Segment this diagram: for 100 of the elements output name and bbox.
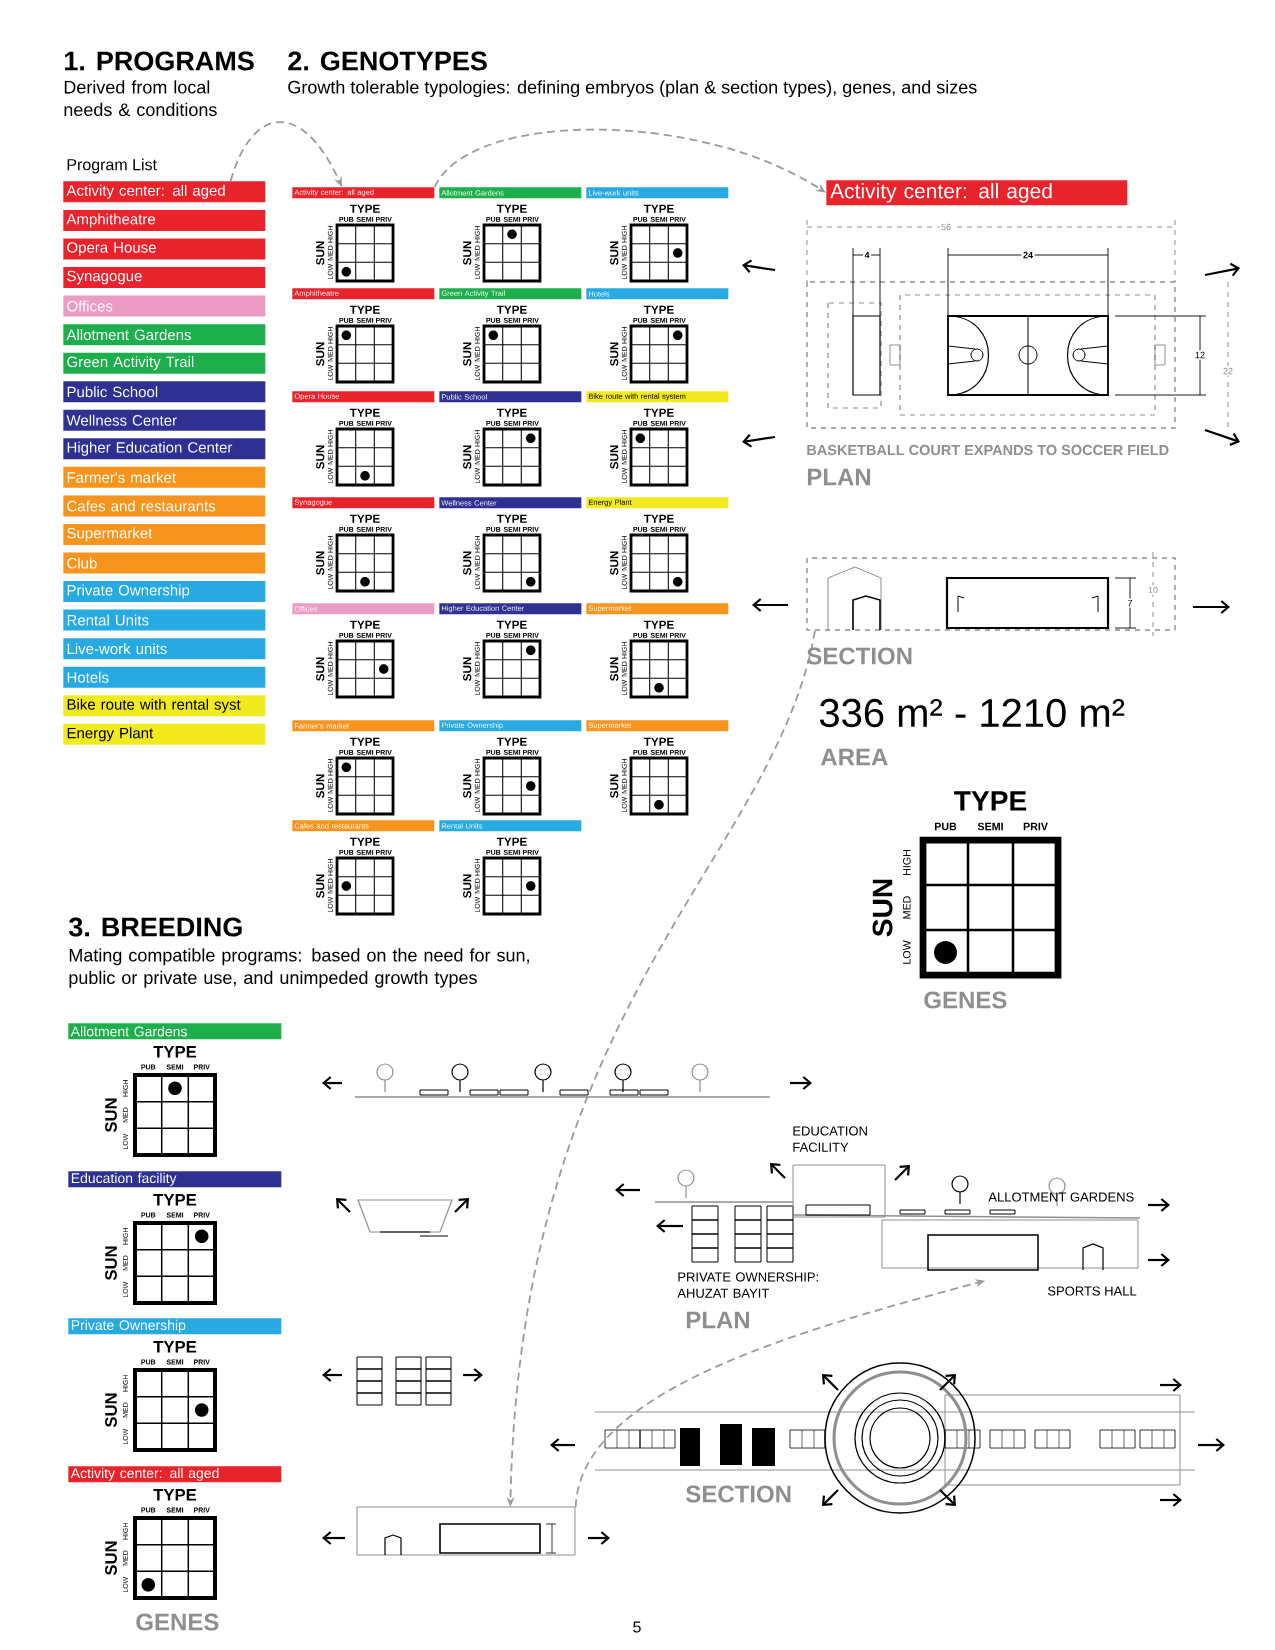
program-bar: Offices [63,295,266,317]
axis-title: TYPE [496,837,527,846]
axis-title: TYPE [496,514,527,523]
axis-title: TYPE [643,737,674,746]
drawing-title: PLAN [807,468,871,486]
column-label: SEMI [977,822,1003,831]
section-heading: 2. GENOTYPES [288,51,487,71]
axis-title: TYPE [349,514,380,523]
drawing-note: ALLOTMENT GARDENS [988,1192,1134,1202]
column-label: PRIV [1023,822,1048,831]
axis-title: SUN [463,551,472,575]
axis-title: TYPE [954,791,1027,811]
column-label: PUB [934,822,957,831]
subtitle: Growth tolerable typologies: defining embryos (plan & section types), genes, and sizes [288,80,977,98]
program-bar: Activity center: all aged [63,181,266,203]
program-bar: Energy Plant [63,723,266,745]
program-bar: Cafes and restaurants [63,495,266,517]
dimension-label: 7 [1126,598,1134,608]
axis-title: TYPE [349,620,380,629]
row-label: HIGH [903,850,911,875]
axis-title: TYPE [643,305,674,314]
drawing-title: PLAN [686,1311,750,1329]
drawing-note: SPORTS HALL [1047,1286,1137,1296]
dimension-label: 56 [939,222,953,232]
axis-title: SUN [105,1393,117,1428]
axis-title: TYPE [349,204,380,213]
axis-title: TYPE [349,305,380,314]
program-bar: Private Ownership [63,581,266,603]
axis-title: SUN [316,774,325,798]
area-value: 336 m² - 1210 m² [819,698,1125,728]
list-heading: Program List [67,158,157,174]
axis-title: SUN [316,551,325,575]
axis-title: SUN [316,241,325,265]
axis-title: TYPE [496,305,527,314]
program-bar: Allotment Gardens [63,324,266,346]
axis-title: SUN [105,1541,117,1576]
program-tag: Private Ownership [68,1318,282,1335]
program-tag: Activity center: all aged [68,1466,282,1483]
drawing-note: EDUCATION FACILITY [793,1126,867,1152]
drawing-title: SECTION [686,1485,791,1503]
program-bar: Rental Units [63,609,266,631]
program-tag: Allotment Gardens [68,1023,282,1040]
drawing-title: SECTION [807,647,912,665]
program-bar: Club [63,552,266,574]
axis-title: TYPE [496,204,527,213]
axis-title: SUN [463,342,472,366]
axis-title: SUN [463,874,472,898]
subtitle: Derived from local needs & conditions [64,80,217,117]
axis-title: SUN [610,657,619,681]
axis-title: SUN [316,874,325,898]
program-bar: Higher Education Center [63,438,266,460]
axis-title: SUN [463,445,472,469]
dimension-label: 10 [1146,585,1160,595]
axis-title: SUN [610,551,619,575]
program-bar: Synagogue [63,266,266,288]
subtitle: Mating compatible programs: based on the need for sun, public or private use, and unimpeded growth types [69,948,529,988]
section-drawing [356,1506,576,1556]
dimension-label: 24 [1021,250,1035,260]
dimension-label: 12 [1193,350,1207,360]
program-bar: Farmer's market [63,466,266,488]
drawing-title: AREA [820,748,888,766]
axis-title: TYPE [496,620,527,629]
plan-drawing [654,1164,1141,1271]
axis-title: TYPE [349,837,380,846]
program-bar: Hotels [63,666,266,688]
axis-title: SUN [610,774,619,798]
row-label: LOW [903,940,911,964]
axis-title: TYPE [496,408,527,417]
section-heading: 3. BREEDING [68,917,242,937]
axis-title: SUN [316,342,325,366]
axis-title: SUN [610,342,619,366]
axis-title: TYPE [153,1341,197,1353]
axis-title: TYPE [643,620,674,629]
row-label: MED [903,896,911,919]
axis-title: TYPE [349,737,380,746]
drawing-note: BASKETBALL COURT EXPANDS TO SOCCER FIELD [807,444,1169,456]
axis-title: SUN [105,1098,117,1133]
axis-title: TYPE [349,408,380,417]
axis-title: TYPE [153,1194,197,1206]
program-bar: Green Activity Trail [63,352,266,374]
dimension-label: 22 [1221,366,1235,376]
axis-title: SUN [463,774,472,798]
program-bar: Live-work units [63,638,266,660]
axis-title: TYPE [153,1489,197,1501]
program-bar: Amphitheatre [63,209,266,231]
axis-title: TYPE [643,204,674,213]
axis-title: SUN [316,657,325,681]
program-bar: Public School [63,381,266,403]
program-bar: Opera House [63,238,266,260]
program-bar: Activity center: all aged [826,180,1128,206]
axis-title: TYPE [643,408,674,417]
axis-title: SUN [463,657,472,681]
axis-title: TYPE [643,514,674,523]
axis-title: TYPE [153,1046,197,1058]
program-bar: Wellness Center [63,409,266,431]
program-tag: Education facility [68,1171,282,1188]
page-number: 5 [633,1621,641,1633]
section-heading: 1. PROGRAMS [65,51,254,71]
program-bar: Bike route with rental syst [63,695,266,717]
axis-title: SUN [316,445,325,469]
